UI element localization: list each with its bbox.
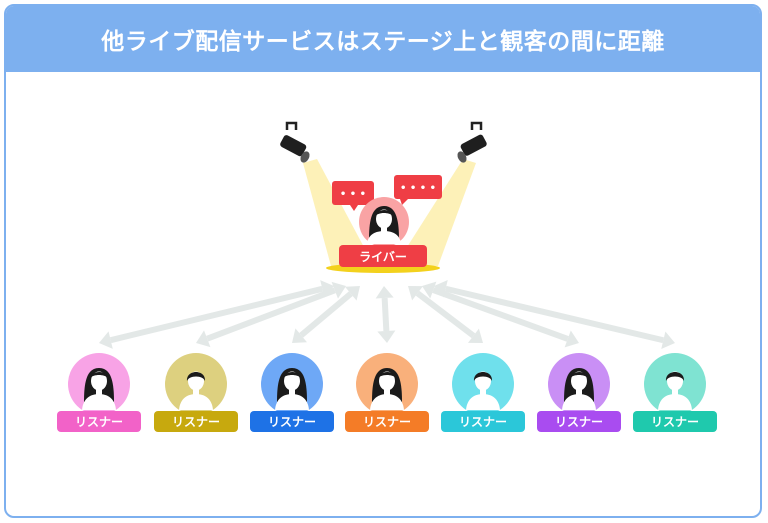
- distance-arrows: [99, 280, 675, 349]
- speech-bubble-left-text: • • •: [340, 189, 366, 200]
- liver-female-icon: [367, 206, 401, 244]
- header-bar: 他ライブ配信サービスはステージ上と観客の間に距離: [6, 6, 760, 72]
- arrow-head-top: [331, 281, 346, 299]
- diagram-title: 他ライブ配信サービスはステージ上と観客の間に距離: [101, 29, 665, 55]
- speech-bubble-right-text: • • • •: [400, 183, 436, 194]
- arrow-6: [432, 287, 569, 342]
- liver-label: ライバー: [339, 245, 427, 267]
- arrow-head-top: [345, 286, 360, 301]
- listener-female-icon: [82, 368, 116, 410]
- arrow-1: [109, 285, 324, 344]
- listener-label: リスナー: [633, 411, 717, 432]
- arrow-head-top: [434, 280, 448, 298]
- listener-female-icon: [370, 368, 404, 410]
- spotlight-beam-left: [303, 159, 374, 266]
- listener-4: [356, 353, 418, 415]
- listener-5: [452, 353, 514, 415]
- listener-label: リスナー: [345, 411, 429, 432]
- listener-male-icon: [466, 371, 500, 410]
- arrow-head-bottom: [377, 330, 396, 343]
- spotlight-beam-right: [395, 159, 476, 266]
- listener-2: [165, 353, 227, 415]
- diagram-card: 他ライブ配信サービスはステージ上と観客の間に距離: [4, 4, 762, 518]
- speech-bubble-left: • • •: [332, 181, 374, 211]
- listener-7: [644, 353, 706, 415]
- listener-label: リスナー: [537, 411, 621, 432]
- listener-female-icon: [275, 368, 309, 410]
- listener-male-icon: [179, 371, 213, 410]
- arrow-head-top: [422, 281, 437, 299]
- liver-avatar: [359, 197, 409, 247]
- listener-group: [68, 353, 706, 415]
- arrow-3: [299, 291, 353, 338]
- listener-label: リスナー: [154, 411, 238, 432]
- arrow-head-bottom: [661, 331, 675, 349]
- arrow-head-bottom: [292, 328, 307, 343]
- arrow-head-bottom: [468, 328, 483, 343]
- listener-label: リスナー: [250, 411, 334, 432]
- arrow-2: [206, 287, 336, 342]
- listener-label: リスナー: [441, 411, 525, 432]
- listener-female-icon: [562, 368, 596, 410]
- listener-1: [68, 353, 130, 415]
- arrow-head-bottom: [196, 330, 211, 348]
- listener-label: リスナー: [57, 411, 141, 432]
- spotlight-right-icon: [457, 121, 487, 163]
- listener-3: [261, 353, 323, 415]
- arrow-head-top: [375, 286, 394, 299]
- arrow-4: [381, 297, 390, 332]
- listener-male-icon: [658, 371, 692, 410]
- arrow-5: [415, 290, 476, 339]
- arrow-head-top: [408, 286, 423, 301]
- listener-6: [548, 353, 610, 415]
- arrow-7: [444, 285, 665, 344]
- speech-bubble-right: • • • •: [394, 175, 442, 205]
- spotlight-left-icon: [280, 121, 310, 163]
- arrow-head-bottom: [99, 331, 113, 349]
- arrow-head-bottom: [564, 330, 579, 348]
